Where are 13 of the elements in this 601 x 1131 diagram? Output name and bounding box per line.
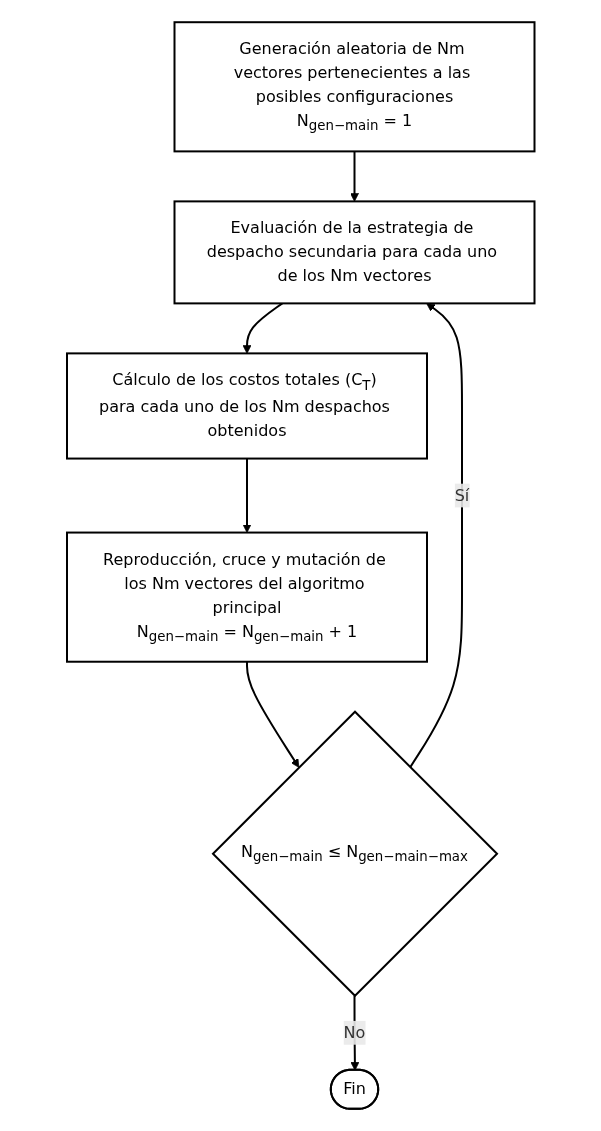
edge-label: Sí: [454, 485, 470, 505]
arrow: [408, 303, 463, 769]
arrow: [349, 150, 359, 202]
arrow: [350, 994, 360, 1071]
arrow: [242, 302, 284, 354]
edge-label: No: [343, 1022, 366, 1042]
arrow: [245, 660, 300, 768]
node-diamond: N$_{gen−main}$ ≤ N$_{gen−main−max}$: [211, 710, 499, 998]
node-box: Cálculo de los costos totales (C$_{T}$) para cada uno de los Nm despachos obtenidos: [65, 352, 428, 460]
node-box: Generación aleatoria de Nm vectores pertenecientes a las posibles configuraciones N$_{gen−main}$ = 1: [173, 21, 536, 153]
node-box: Evaluación de la estrategia de despacho secundaria para cada uno de los Nm vectores: [173, 200, 536, 305]
arrow: [242, 457, 252, 533]
node-box: Reproducción, cruce y mutación de los Nm vectores del algoritmo principal N$_{gen−main}$ = N$_{gen−main}$ + 1: [65, 531, 428, 663]
